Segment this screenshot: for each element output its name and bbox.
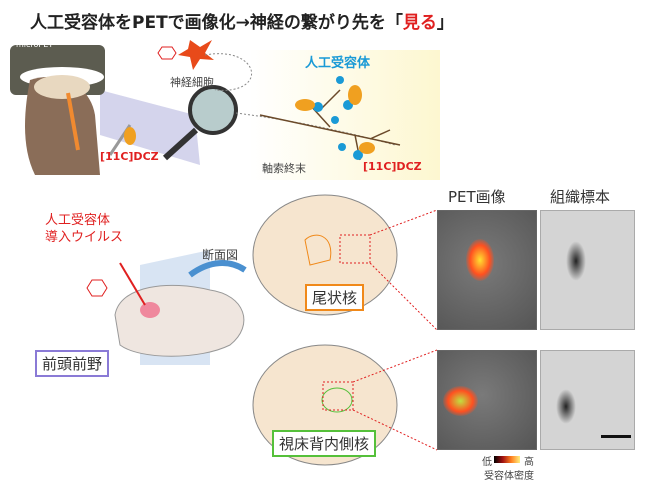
virus-label: 人工受容体導入ウイルス [45,213,124,245]
histology-header: 組織標本 [550,188,611,206]
axon-label: 軸索終末 [262,162,306,175]
dcz-label-right: [11C]DCZ [363,160,422,173]
pfc-label: 前頭前野 [35,350,110,377]
page-title: 人工受容体をPETで画像化→神経の繋がり先を「見る」 [30,13,454,33]
monkey-brain-illustration [86,250,247,365]
scanner-label: microPET [16,40,54,49]
pet-image-md [437,350,537,450]
neuron-label: 神経細胞 [170,76,214,89]
legend-high: 高 [524,457,534,468]
magnifier-icon [188,85,238,135]
neuron-icon [178,40,214,70]
monkey [25,76,100,175]
pet-imaging-illustration [10,40,440,180]
pet-header: PET画像 [448,188,506,206]
legend-low: 低 [482,457,492,468]
legend-label: 受容体密度 [484,471,534,482]
dcz-icon [124,127,136,145]
pet-image-caudate [437,210,537,330]
receptor-label: 人工受容体 [305,56,371,71]
scale-bar [601,435,631,438]
dcz-label-left: [11C]DCZ [100,150,159,163]
section-label: 断面図 [202,248,239,262]
colorbar [494,456,520,463]
histology-image-caudate [540,210,635,330]
caudate-label: 尾状核 [305,284,365,311]
histology-image-md [540,350,635,450]
md-thalamus-label: 視床背内側核 [272,430,377,457]
